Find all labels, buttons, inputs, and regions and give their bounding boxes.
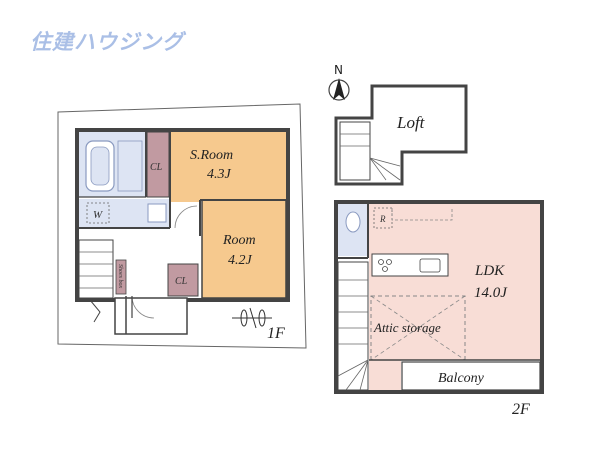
s-room-name: S.Room bbox=[190, 148, 233, 163]
floor-1f: W CL S.Room 4.3J Room 4.2J CL Shoes box bbox=[57, 103, 307, 349]
s-room-ext bbox=[170, 200, 200, 202]
shoe-box-label: Shoes box bbox=[117, 264, 123, 288]
sink-icon bbox=[147, 203, 167, 223]
floor-2f: Loft LDK 14.0J R Attic s bbox=[334, 84, 544, 418]
ldk-name: LDK bbox=[474, 263, 505, 279]
kitchen-sink-icon bbox=[419, 258, 441, 273]
room-size: 4.2J bbox=[228, 253, 253, 268]
stair-arrow bbox=[89, 299, 101, 323]
loft-stair-4 bbox=[369, 157, 387, 181]
loft-stair-3 bbox=[369, 157, 401, 181]
attic-label: Attic storage bbox=[373, 320, 441, 335]
bathtub-inner bbox=[90, 146, 110, 186]
washer-label: W bbox=[93, 209, 103, 221]
kitchen-upper-cabinet bbox=[391, 208, 453, 221]
shoe-box bbox=[115, 259, 127, 295]
stair2-l6 bbox=[345, 359, 369, 391]
closet-2 bbox=[167, 263, 199, 297]
loft-name: Loft bbox=[396, 113, 426, 132]
stove-icon-2 bbox=[386, 259, 392, 265]
stairs-loft bbox=[339, 121, 371, 181]
floor-label-1f: 1F bbox=[267, 325, 285, 342]
s-room bbox=[170, 132, 286, 200]
ldk-size: 14.0J bbox=[474, 285, 508, 301]
washer-icon bbox=[86, 202, 110, 224]
stairs-1f bbox=[78, 239, 114, 299]
closet-2-label: CL bbox=[175, 276, 188, 287]
brand-logo: 住建ハウジング bbox=[30, 30, 187, 54]
site-boundary bbox=[57, 103, 307, 349]
closet-1-label: CL bbox=[150, 162, 163, 173]
fridge-label: R bbox=[379, 214, 386, 224]
loft-stair-5 bbox=[369, 157, 401, 167]
compass-icon: N bbox=[328, 63, 350, 101]
room-name: Room bbox=[222, 233, 256, 248]
balcony-label: Balcony bbox=[438, 371, 485, 386]
shower-area bbox=[117, 140, 143, 192]
floor-label-2f: 2F bbox=[512, 401, 530, 418]
stair2-l7 bbox=[359, 359, 369, 391]
stove-icon-3 bbox=[382, 266, 388, 272]
entrance bbox=[114, 297, 188, 335]
ldk bbox=[369, 204, 540, 360]
s-room-size: 4.3J bbox=[207, 167, 232, 182]
bicycle-icon bbox=[232, 307, 272, 329]
compass-north-label: N bbox=[334, 63, 343, 77]
room bbox=[201, 199, 287, 299]
stair2-l8 bbox=[337, 359, 369, 377]
stove-icon bbox=[378, 259, 384, 265]
door-swing-1 bbox=[174, 205, 198, 229]
stairs-2f bbox=[337, 261, 369, 391]
ldk-ext bbox=[369, 360, 401, 390]
attic-diag-2 bbox=[370, 295, 466, 361]
toilet-icon bbox=[345, 211, 361, 233]
balcony bbox=[401, 361, 541, 391]
